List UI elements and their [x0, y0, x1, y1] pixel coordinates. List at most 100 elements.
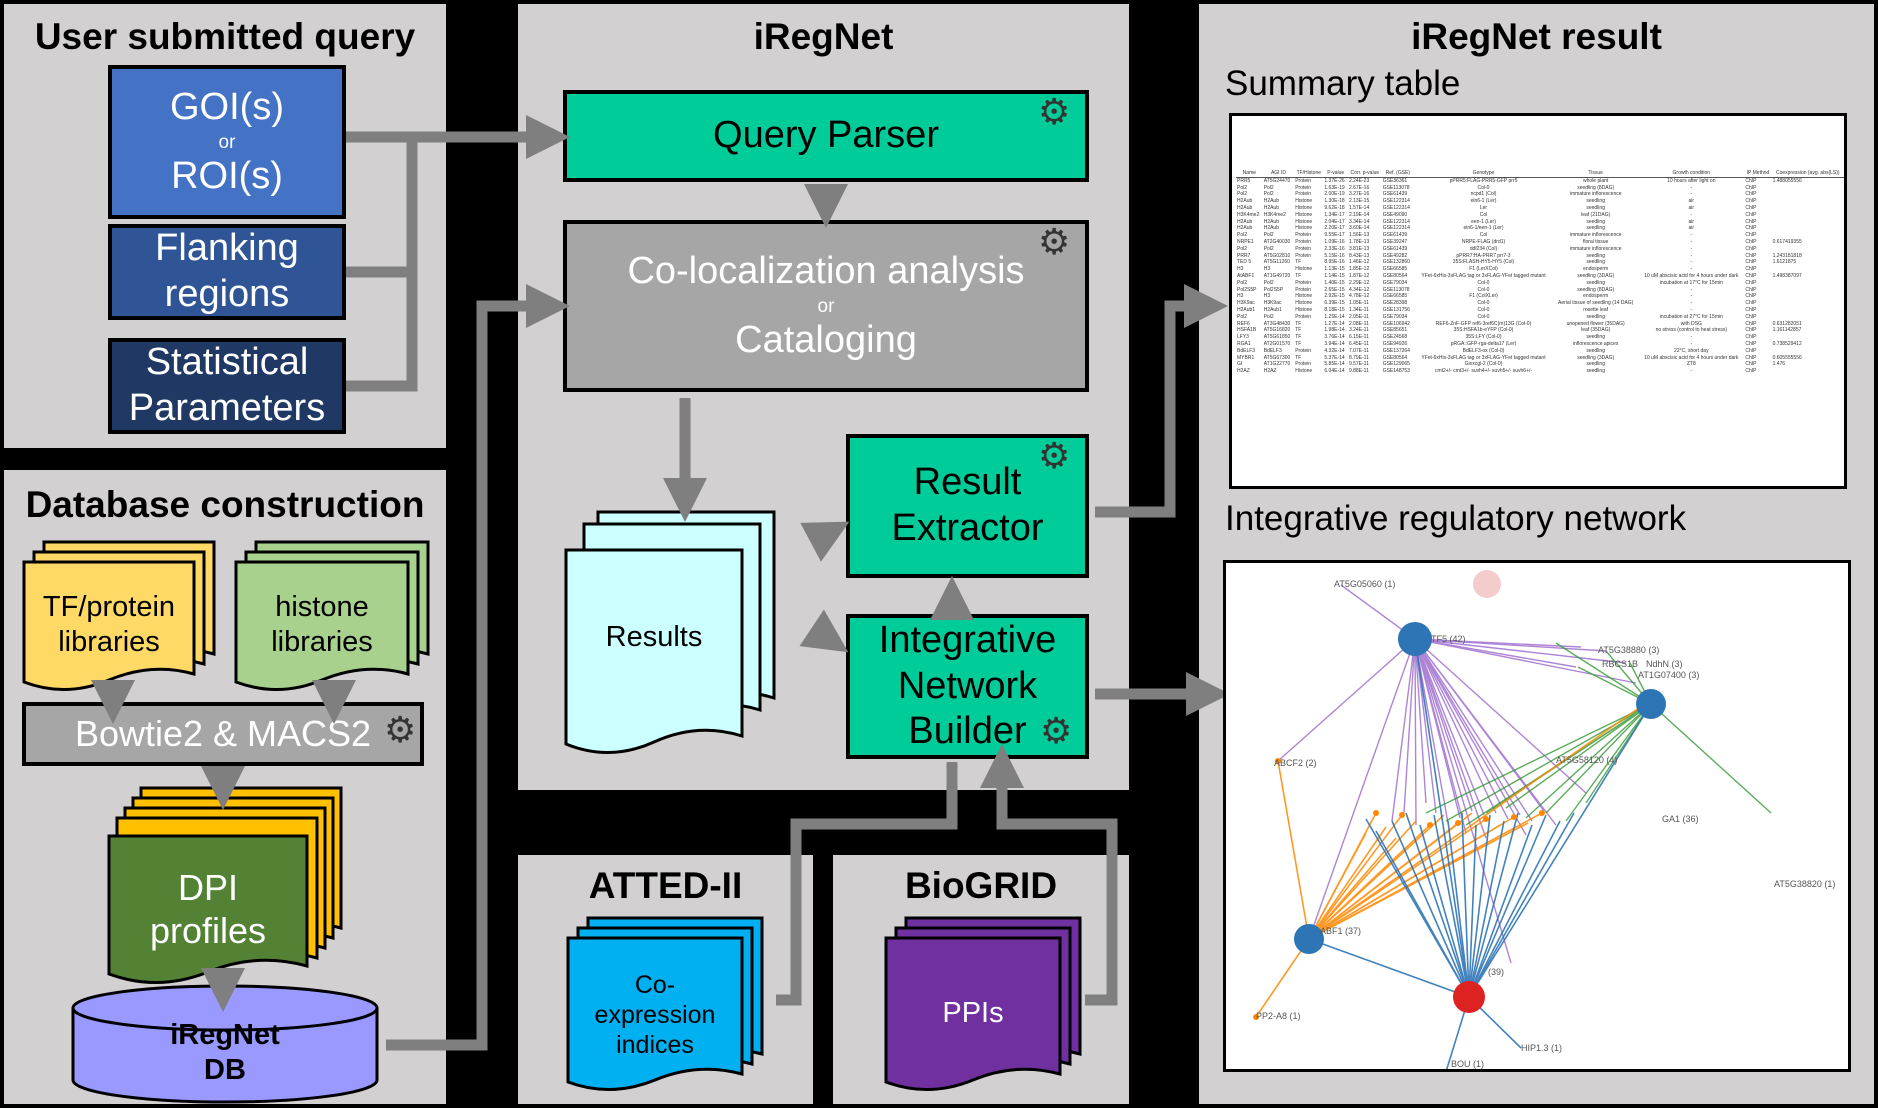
biogrid-doc-stack [884, 916, 1082, 1091]
table-cell: GSE39247 [1382, 238, 1408, 245]
table-cell: 1.56E-13 [1348, 232, 1370, 239]
network-node-label: AT1G07400 (3) [1638, 670, 1699, 680]
summary-header-cell: TF/Histone [1296, 170, 1322, 176]
table-cell: Col-0 [1477, 184, 1490, 191]
table-cell: ChIP [1745, 184, 1757, 191]
table-cell: 8.18E-15 [1324, 306, 1345, 313]
table-cell: ChIP [1745, 204, 1757, 211]
goi-roi-box: GOI(s) or ROI(s) [108, 65, 346, 219]
table-cell: - [1690, 191, 1693, 198]
table-cell: Pol2S5P [1237, 286, 1257, 293]
table-cell: GSE66585 [1382, 293, 1408, 300]
table-cell: 1.161142857 [1772, 327, 1802, 334]
table-cell: 3.94E-14 [1324, 340, 1345, 347]
table-cell: 5.15E-16 [1324, 252, 1345, 259]
table-cell: incubation at 27°C for 15min [1659, 313, 1723, 320]
table-cell: BdELF3-ox (Col-0) [1462, 347, 1505, 354]
table-cell: Col-0 [1477, 313, 1490, 320]
table-cell: Protein [1295, 238, 1312, 245]
table-cell: ChIP [1745, 245, 1757, 252]
table-cell [1772, 191, 1844, 198]
table-cell: pPRR7:HA-PRR7 prr7-3 [1456, 252, 1511, 259]
table-cell: Aerial tissue of seedling (14 DAG) [1558, 300, 1634, 307]
table-cell: seedling [1586, 252, 1605, 259]
table-cell: endosperm [1583, 266, 1609, 273]
table-cell: seedling (8DAG) [1577, 184, 1615, 191]
colocalization-box: Co-localization analysis or Cataloging [563, 220, 1089, 392]
table-cell: 1.243181818 [1772, 252, 1802, 259]
table-cell: AT2G40030 [1263, 238, 1291, 245]
table-cell: 6.45E-11 [1348, 340, 1369, 347]
table-cell: GSE131756 [1382, 306, 1410, 313]
table-cell: Pol2 [1263, 245, 1274, 252]
table-cell: - [1690, 334, 1693, 341]
atted-doc-stack [566, 916, 764, 1091]
db-line2: DB [204, 1053, 246, 1086]
table-cell: seedling [1586, 361, 1605, 368]
table-cell: immature inflorescence [1569, 232, 1622, 239]
histone-line1: histone [275, 591, 369, 623]
table-cell: no stress (control to heat stress) [1655, 327, 1728, 334]
table-cell: NRPE-FLAG (drd1) [1461, 238, 1506, 245]
coexp-line3: indices [616, 1031, 694, 1059]
table-cell: Protein [1295, 184, 1312, 191]
network-node-label: BOU (1) [1451, 1059, 1484, 1069]
table-cell: 1.78E-13 [1348, 238, 1370, 245]
summary-header-cell: IP Method [1746, 170, 1770, 176]
network-node-label: AT5G05060 (1) [1334, 579, 1395, 589]
table-cell: 8.79E-11 [1348, 354, 1369, 361]
table-cell: seedling [1586, 198, 1605, 205]
table-cell: 0.631282051 [1772, 320, 1802, 327]
table-cell: floral tissue [1583, 238, 1609, 245]
network-node-label: GA1 (36) [1662, 814, 1699, 824]
table-cell: Protein [1295, 232, 1312, 239]
table-cell: ddl234 (Col) [1469, 245, 1498, 252]
table-cell: seedling [1586, 313, 1605, 320]
table-cell: - [1690, 252, 1693, 259]
table-cell: 1.85E-12 [1348, 266, 1370, 273]
table-cell: air [1688, 204, 1695, 211]
summary-header-cell: P-value [1327, 170, 1345, 176]
network-node-label: TF5 (42) [1431, 634, 1466, 644]
table-cell: ein6-1/een-1 (Ler) [1463, 225, 1504, 232]
statistical-parameters-box: Statistical Parameters [108, 338, 346, 434]
table-cell: NRPE1 [1237, 238, 1254, 245]
table-cell: ChIP [1745, 340, 1757, 347]
table-cell: GSE132860 [1382, 259, 1410, 266]
results-text: Results [605, 621, 703, 653]
network-node-label: ABCF2 (2) [1274, 758, 1317, 768]
table-cell: ein6-1 (Ler) [1470, 198, 1497, 205]
table-cell: TF [1295, 327, 1302, 334]
table-cell: air [1688, 198, 1695, 205]
table-cell: Col-0 [1477, 286, 1490, 293]
network-svg: AT5G05060 (1) TF5 (42) AT5G38880 (3) RBC… [1253, 570, 1835, 1069]
table-cell: pRGA::GFP-rga-delta17 (Ler) [1450, 340, 1517, 347]
tf-line1: TF/protein [42, 591, 176, 623]
table-cell: AtABF1 [1237, 272, 1255, 279]
table-cell: 35S:LFY (Col-0) [1465, 334, 1502, 341]
connectors [91, 115, 1230, 1051]
table-cell: F1 (ColXLer) [1469, 293, 1498, 300]
table-cell: rosette leaf [1583, 306, 1609, 313]
network-node-label: PP2-A8 (1) [1256, 1011, 1301, 1021]
table-cell: 3.60E-14 [1348, 225, 1370, 232]
builder-line1: Integrative [878, 619, 1057, 662]
table-cell: Pol2 [1263, 232, 1274, 239]
table-cell: YFet-6xHis-3xFLAG tag or 3xFLAG-YFet tag… [1421, 272, 1546, 279]
table-cell: - [1690, 232, 1693, 239]
table-cell [1772, 300, 1844, 307]
table-cell: - [1690, 340, 1693, 347]
table-cell: with DSG [1680, 320, 1702, 327]
table-cell: ChIP [1745, 191, 1757, 198]
table-cell: 2.08E-11 [1348, 320, 1369, 327]
table-cell: H3 [1237, 266, 1244, 273]
